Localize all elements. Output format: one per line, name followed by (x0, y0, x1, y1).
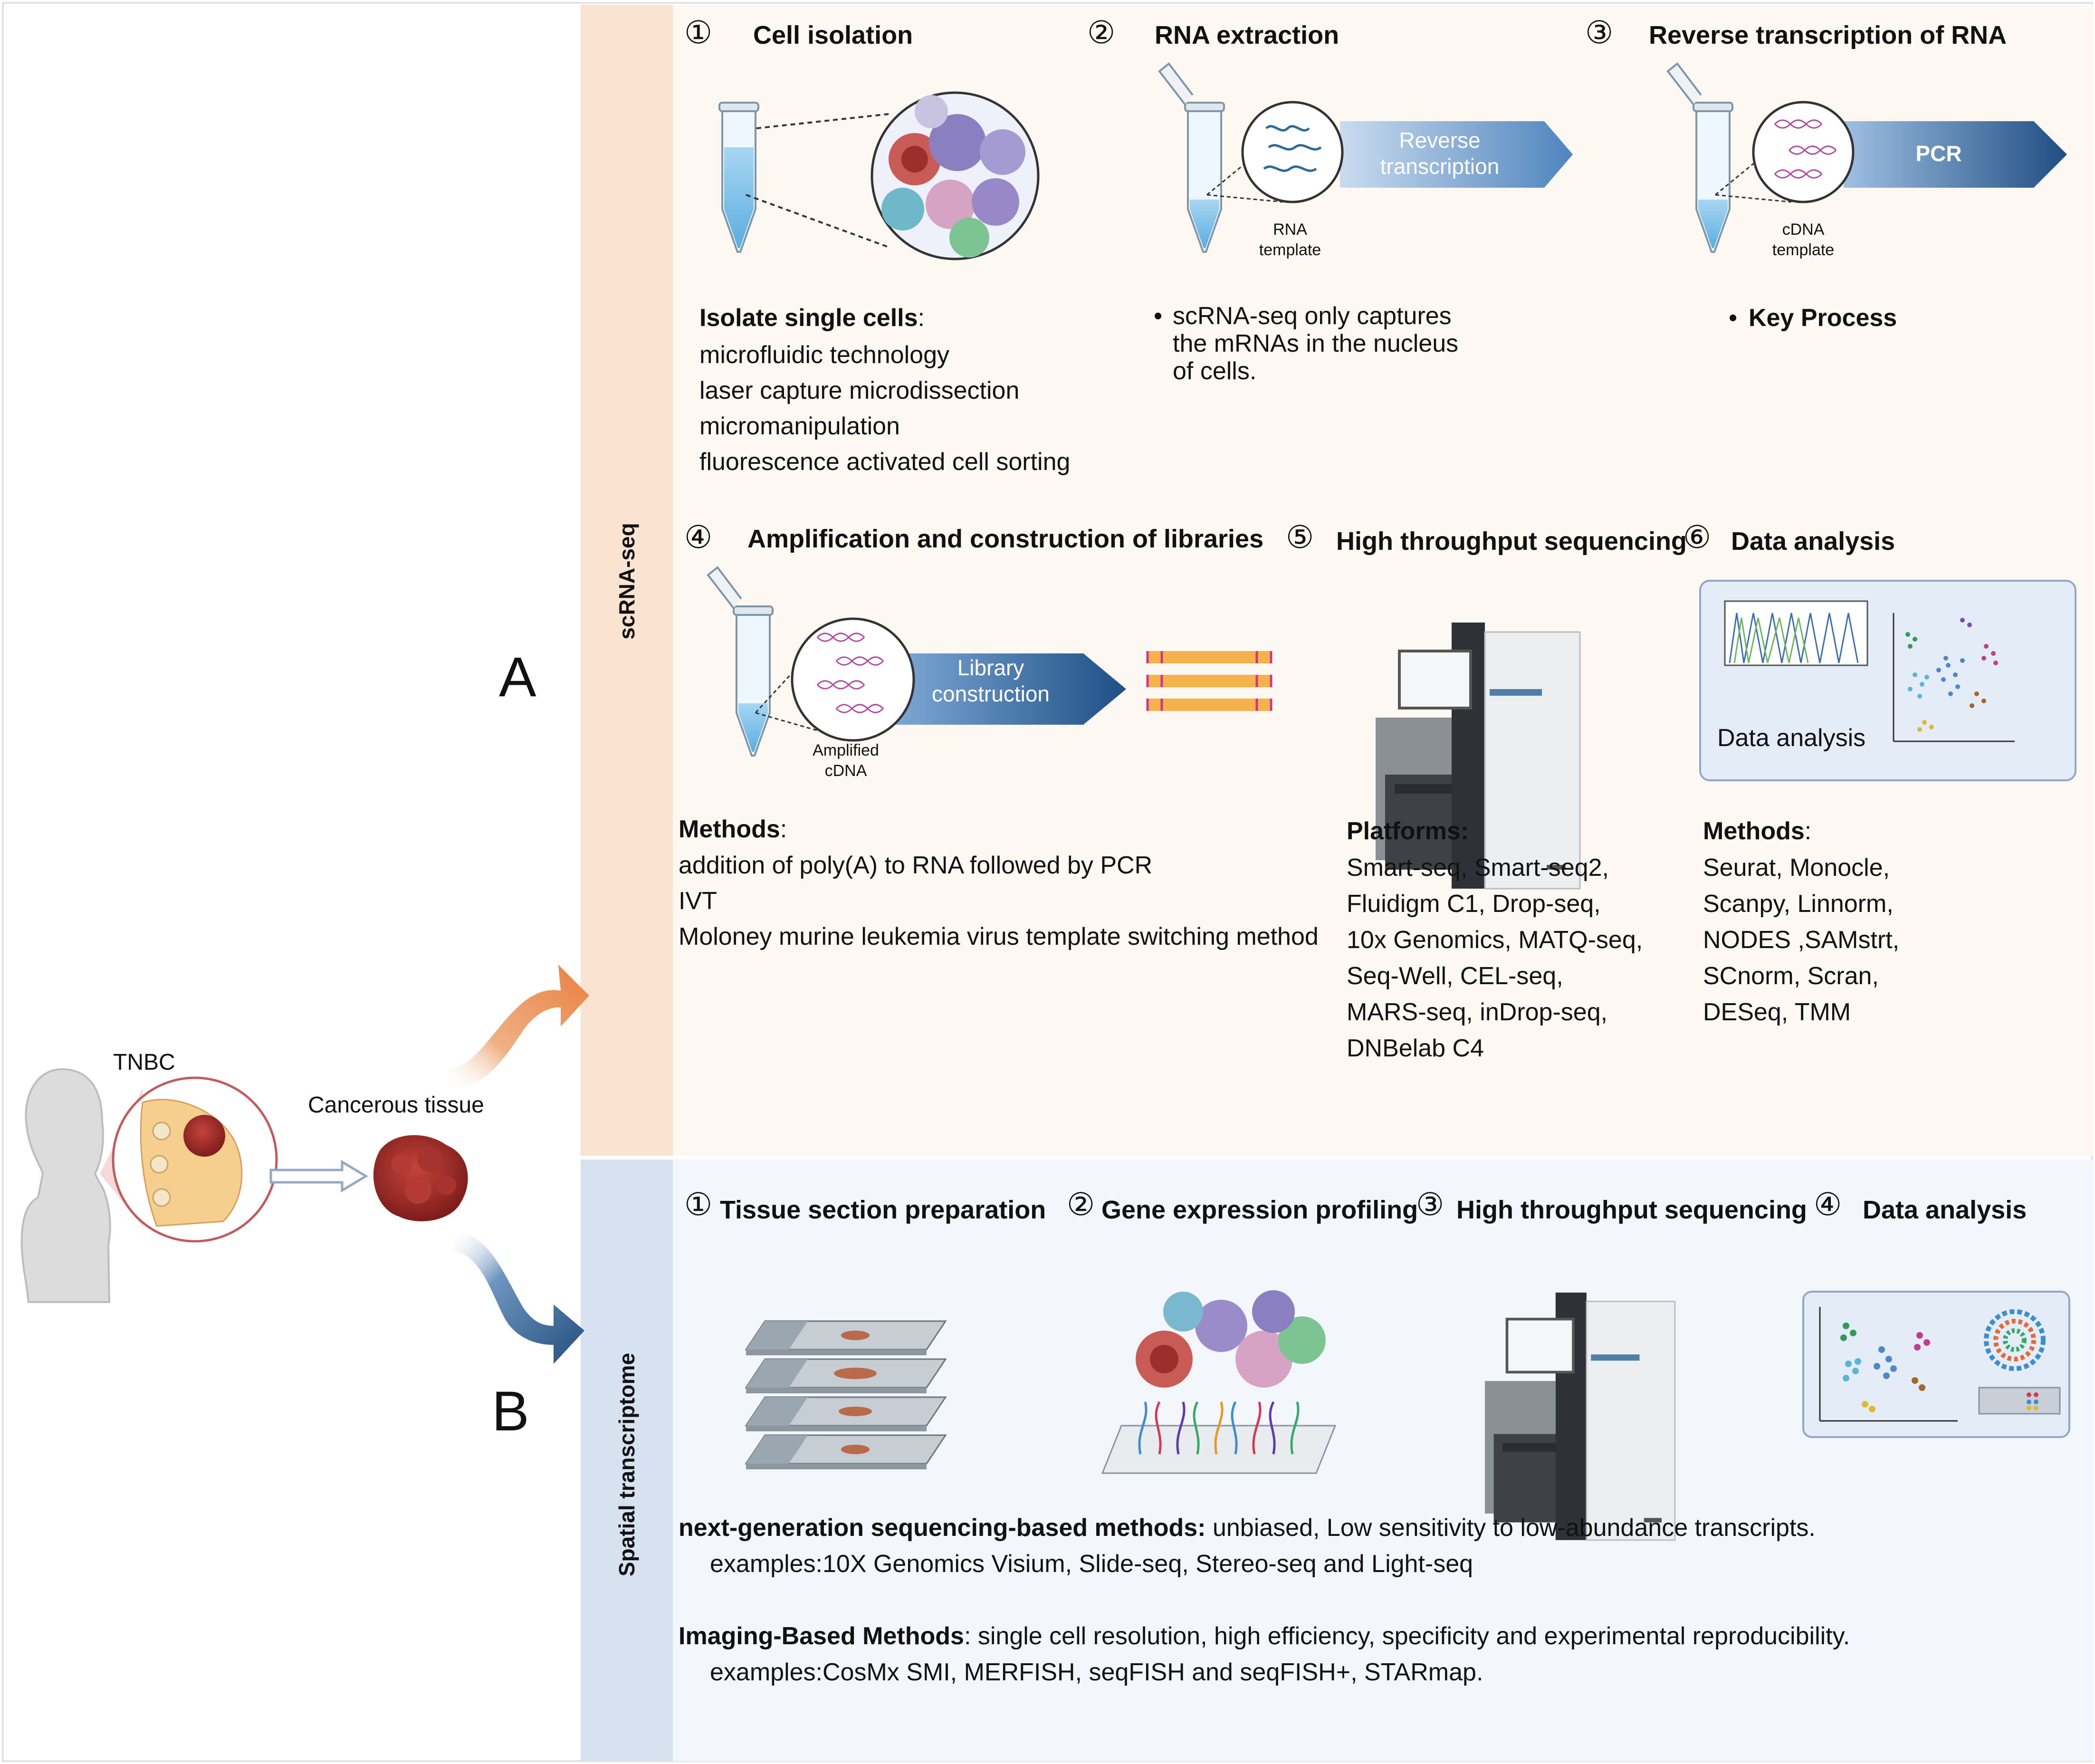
bullet-dot: • (1154, 302, 1163, 330)
rna-strands-icon (1263, 125, 1322, 172)
isolate-heading: Isolate single cells: (699, 304, 925, 332)
cancerous-tissue-icon (373, 1135, 468, 1221)
isolate-methods-list: microfluidic technology laser capture mi… (699, 337, 1070, 480)
orange-arrow (447, 965, 589, 1088)
rna-bullet: • scRNA-seq only captures the mRNAs in t… (1154, 302, 1459, 385)
cells-circle-icon (871, 91, 1040, 260)
step1-number: ① (684, 15, 713, 50)
list-item: Seq-Well, CEL-seq, (1347, 962, 1563, 990)
analysis-methods-list: Seurat, Monocle, Scanpy, Linnorm, NODES … (1703, 850, 1899, 1030)
breast-tissue-icon (112, 1076, 278, 1243)
step2-number: ② (1087, 15, 1116, 50)
reverse-transcription-arrow (1340, 121, 1573, 188)
list-item: Scanpy, Linnorm, (1703, 890, 1894, 918)
list-item: Seurat, Monocle, (1703, 854, 1890, 882)
data-analysis-panel-label: Data analysis (1717, 724, 1866, 752)
imaging-examples-line: examples:CosMx SMI, MERFISH, seqFISH and… (710, 1659, 1483, 1686)
step3-title: Reverse transcription of RNA (1649, 21, 2007, 49)
scrna-band-title: scRNA-seq (614, 523, 639, 640)
ngs-methods-line: next-generation sequencing-based methods… (679, 1514, 1816, 1542)
list-item: NODES ,SAMstrt, (1703, 926, 1900, 954)
spatial-step4-number: ④ (1814, 1187, 1842, 1222)
step1-title: Cell isolation (753, 21, 913, 49)
list-item: micromanipulation (699, 412, 900, 440)
scrna-band (581, 5, 673, 1156)
analysis-methods-heading: Methods: (1703, 817, 1812, 845)
amplified-cdna-label: Amplified cDNA (813, 741, 879, 780)
list-item: SCnorm, Scran, (1703, 962, 1879, 990)
methods-heading: Methods: (679, 815, 787, 843)
platforms-heading: Platforms: (1347, 817, 1469, 845)
step4-title: Amplification and construction of librar… (747, 525, 1264, 553)
section-label-b: B (492, 1380, 529, 1443)
list-item: MARS-seq, inDrop-seq, (1347, 998, 1608, 1026)
ngs-examples-line: examples:10X Genomics Visium, Slide-seq,… (710, 1550, 1473, 1578)
spatial-step1-title: Tissue section preparation (720, 1196, 1046, 1224)
list-item: Smart-seq, Smart-seq2, (1347, 854, 1609, 882)
list-item: addition of poly(A) to RNA followed by P… (679, 852, 1153, 879)
key-process-bullet: • Key Process (1729, 302, 1897, 334)
reverse-transcription-label: Reverse transcription (1380, 128, 1500, 179)
spatial-step2-title: Gene expression profiling (1101, 1196, 1418, 1224)
gene-expression-icon (1101, 1290, 1337, 1474)
bullet-dot: • (1729, 304, 1738, 332)
list-item: laser capture microdissection (699, 377, 1020, 404)
list-item: 10x Genomics, MATQ-seq, (1347, 926, 1643, 954)
step2-title: RNA extraction (1155, 21, 1339, 49)
tissue-slides-icon (745, 1320, 947, 1470)
list-item: DNBelab C4 (1347, 1035, 1484, 1062)
spatial-step1-number: ① (684, 1187, 713, 1222)
step5-number: ⑤ (1286, 519, 1314, 555)
cdna-template-label: cDNA template (1772, 220, 1835, 259)
library-construction-label: Library construction (931, 655, 1050, 707)
blue-arrow (451, 1231, 584, 1364)
step6-title: Data analysis (1731, 527, 1895, 556)
spatial-step3-title: High throughput sequencing (1456, 1196, 1807, 1224)
woman-illustration (20, 1068, 111, 1303)
list-item: microfluidic technology (699, 341, 950, 369)
step4-number: ④ (684, 519, 713, 555)
data-analysis-panel (1699, 580, 2076, 781)
library-methods-list: addition of poly(A) to RNA followed by P… (679, 848, 1319, 955)
sequencer-icon (1376, 623, 1580, 889)
spatial-sequencer-icon (1485, 1293, 1675, 1540)
spatial-step3-number: ③ (1416, 1187, 1444, 1222)
list-item: Moloney murine leukemia virus template s… (679, 923, 1319, 950)
platforms-list: Smart-seq, Smart-seq2, Fluidigm C1, Drop… (1347, 850, 1643, 1066)
list-item: fluorescence activated cell sorting (699, 448, 1071, 476)
cancerous-tissue-label: Cancerous tissue (308, 1093, 484, 1118)
spatial-band (581, 1160, 673, 1761)
tnbc-label: TNBC (113, 1050, 175, 1075)
pcr-arrow (1844, 121, 2067, 188)
outline-arrow (269, 1160, 368, 1193)
spatial-step2-number: ② (1067, 1187, 1095, 1222)
library-fragments-icon (1146, 651, 1272, 711)
spatial-step4-title: Data analysis (1863, 1196, 2027, 1224)
library-construction-arrow (893, 653, 1126, 725)
list-item: DESeq, TMM (1703, 998, 1851, 1026)
pcr-label: PCR (1915, 141, 1962, 166)
section-label-a: A (499, 646, 536, 709)
list-item: Fluidigm C1, Drop-seq, (1347, 890, 1601, 918)
list-item: IVT (679, 887, 717, 915)
spatial-band-title: Spatial transcriptome (614, 1352, 639, 1577)
spatial-data-analysis-panel (1802, 1291, 2070, 1438)
rna-template-label: RNA template (1259, 220, 1321, 259)
step3-number: ③ (1585, 15, 1614, 50)
imaging-methods-line: Imaging-Based Methods: single cell resol… (679, 1622, 1850, 1650)
step6-number: ⑥ (1683, 519, 1712, 555)
step5-title: High throughput sequencing (1336, 527, 1687, 556)
